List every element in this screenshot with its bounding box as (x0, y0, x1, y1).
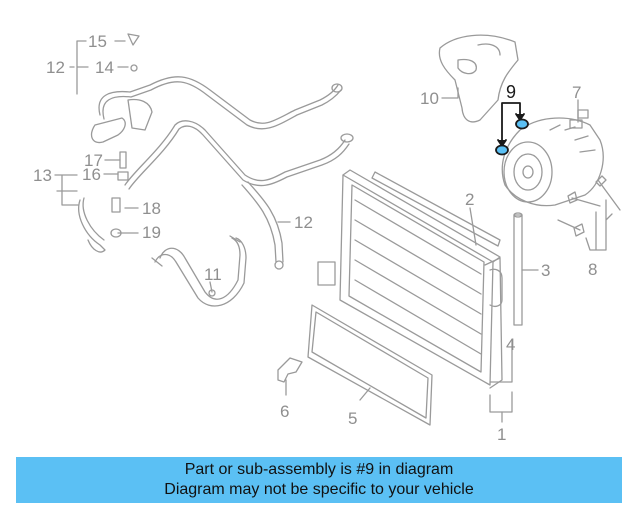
callout-17: 17 (84, 151, 103, 170)
callout-2: 2 (465, 190, 474, 209)
leader-lines (54, 40, 613, 423)
banner-line-disclaimer: Diagram may not be specific to your vehi… (164, 481, 474, 498)
part-9-highlight (495, 102, 529, 156)
callout-16: 16 (82, 165, 101, 184)
callout-12: 12 (294, 213, 313, 232)
callout-12-top: 12 (46, 58, 65, 77)
callout-3: 3 (541, 261, 550, 280)
hose-assembly-lower-left (78, 197, 122, 253)
hose-assembly-middle (117, 120, 354, 190)
banner-line-part: Part or sub-assembly is #9 in diagram (184, 461, 454, 478)
callout-8: 8 (588, 260, 597, 279)
parts-diagram: 15 14 12 17 16 13 18 19 11 12 10 9 7 2 3… (33, 32, 621, 444)
condenser (317, 169, 503, 389)
callout-5: 5 (348, 409, 357, 428)
callout-14: 14 (95, 58, 114, 77)
callout-7: 7 (572, 83, 581, 102)
bracket-10 (438, 34, 519, 123)
rod-2 (371, 171, 501, 247)
callout-13: 13 (33, 166, 52, 185)
hose-assembly-upper (90, 33, 343, 144)
callout-10: 10 (420, 89, 439, 108)
callout-6: 6 (280, 402, 289, 421)
callout-labels: 15 14 12 17 16 13 18 19 11 12 10 9 7 2 3… (33, 32, 597, 444)
callout-4: 4 (506, 335, 515, 354)
ac-compressor-7 (501, 109, 604, 207)
callout-15: 15 (88, 32, 107, 51)
callout-18: 18 (142, 199, 161, 218)
callout-11: 11 (204, 265, 222, 284)
info-banner: Part or sub-assembly is #9 in diagram Di… (16, 457, 622, 503)
panel-5 (307, 304, 433, 426)
bolts-8 (557, 175, 621, 237)
callout-1: 1 (497, 425, 506, 444)
receiver-tube-3 (513, 212, 523, 326)
callout-19: 19 (142, 223, 161, 242)
hose-11 (151, 235, 247, 307)
bracket-6 (277, 357, 303, 383)
hose-12 (241, 181, 284, 270)
callout-9: 9 (506, 82, 516, 102)
